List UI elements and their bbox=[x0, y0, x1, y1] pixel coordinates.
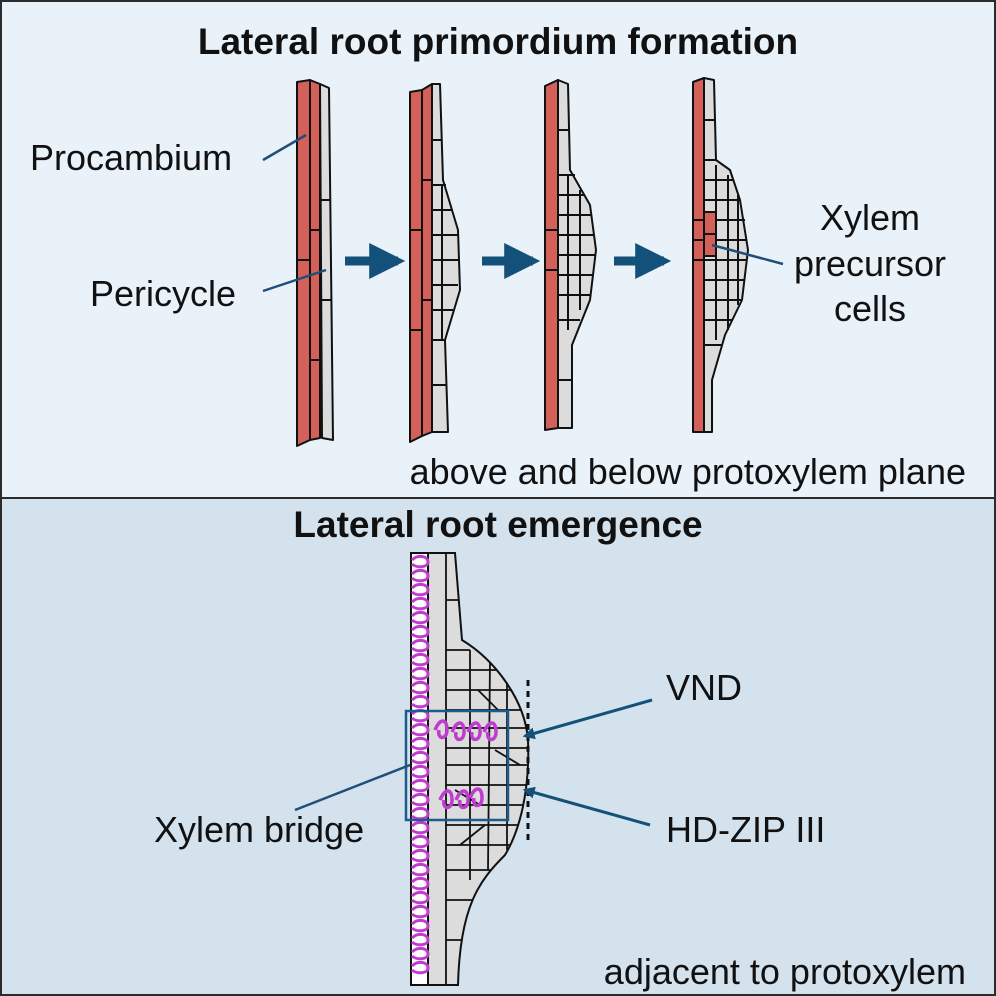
spiral-coil bbox=[410, 568, 430, 583]
top-panel bbox=[0, 0, 996, 499]
spiral-coil bbox=[410, 918, 430, 933]
xylem-label-line-2: precursor bbox=[793, 242, 947, 284]
spiral-coil bbox=[410, 820, 430, 835]
spiral-coil bbox=[410, 554, 430, 569]
spiral-coil bbox=[410, 680, 430, 695]
spiral-coil bbox=[410, 610, 430, 625]
spiral-coil bbox=[410, 722, 430, 737]
spiral-coil bbox=[410, 764, 430, 779]
vnd-label: VND bbox=[666, 667, 743, 708]
xylem-label-line-1: Xylem bbox=[819, 197, 921, 238]
xylem-precursor-pointer bbox=[711, 243, 784, 266]
procambium-pointer bbox=[262, 133, 307, 162]
spiral-coil bbox=[410, 876, 430, 891]
spiral-coil bbox=[410, 736, 430, 751]
hdzip-arrow bbox=[522, 786, 651, 827]
pericycle-label: Pericycle bbox=[90, 273, 237, 314]
spiral-coil bbox=[410, 932, 430, 947]
hdzip-label: HD-ZIP III bbox=[666, 809, 826, 850]
xylem-bridge-label: Xylem bridge bbox=[154, 809, 365, 850]
top-leader-lines bbox=[262, 133, 784, 293]
protoxylem-spiral bbox=[410, 554, 430, 975]
pericycle-pointer bbox=[262, 268, 327, 293]
procambium-label: Procambium bbox=[30, 137, 233, 178]
bottom-panel-title: Lateral root emergence bbox=[293, 504, 703, 545]
spiral-coil bbox=[410, 750, 430, 765]
spiral-coil bbox=[410, 946, 430, 961]
spiral-coil bbox=[410, 624, 430, 639]
spiral-coil bbox=[410, 666, 430, 681]
spiral-coil bbox=[410, 778, 430, 793]
vnd-arrow bbox=[522, 698, 653, 740]
bridge-pointer bbox=[294, 763, 411, 812]
stage-1-cells bbox=[296, 79, 334, 447]
spiral-coil bbox=[410, 596, 430, 611]
spiral-coil bbox=[410, 652, 430, 667]
spiral-coil bbox=[410, 848, 430, 863]
spiral-coil bbox=[410, 694, 430, 709]
xylem-precursor-label: Xylem precursor cells bbox=[780, 198, 960, 329]
spiral-coil bbox=[410, 960, 430, 975]
top-panel-caption: above and below protoxylem plane bbox=[409, 451, 966, 492]
spiral-coil bbox=[410, 792, 430, 807]
spiral-coil bbox=[410, 834, 430, 849]
spiral-coil bbox=[410, 862, 430, 877]
emergence-root bbox=[410, 552, 530, 986]
spiral-coil bbox=[410, 890, 430, 905]
vnd-spirals bbox=[433, 719, 498, 810]
spiral-coil bbox=[410, 582, 430, 597]
spiral-coil bbox=[410, 904, 430, 919]
spiral-coil bbox=[410, 638, 430, 653]
spiral-coil bbox=[410, 806, 430, 821]
bottom-leader-lines bbox=[294, 698, 653, 827]
stage-4-cells bbox=[692, 77, 749, 433]
stage-2-cells bbox=[409, 83, 461, 443]
bottom-panel-caption: adjacent to protoxylem bbox=[603, 951, 966, 992]
stage-3-cells bbox=[544, 79, 597, 431]
xylem-label-line-3: cells bbox=[833, 288, 907, 330]
top-panel-title: Lateral root primordium formation bbox=[197, 21, 799, 62]
